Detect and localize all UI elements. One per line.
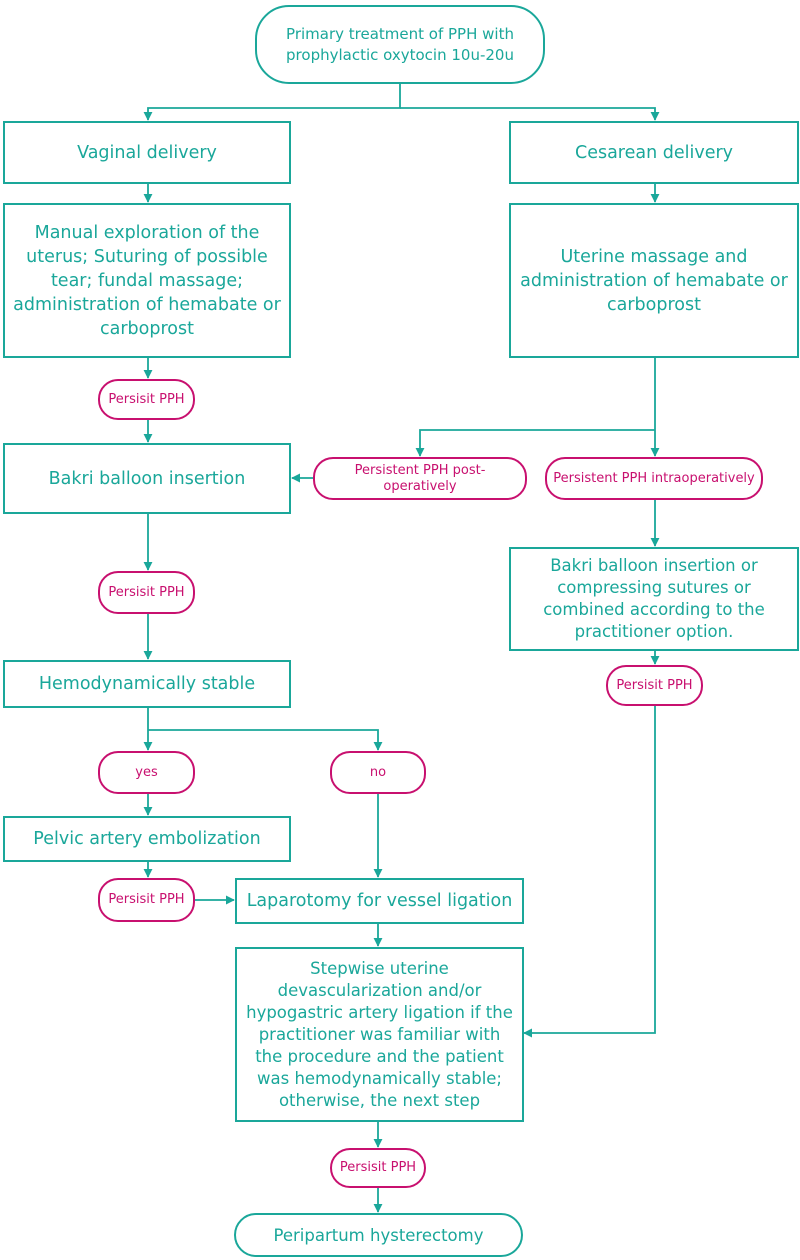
- cesarean-delivery-box: Cesarean delivery: [509, 121, 799, 184]
- bakri-or-sutures-box: Bakri balloon insertion or compressing s…: [509, 547, 799, 651]
- persistent-post-op-pill: Persistent PPH post-operatively: [313, 457, 527, 500]
- no-pill: no: [330, 751, 426, 794]
- vaginal-delivery-box: Vaginal delivery: [3, 121, 291, 184]
- persist-pph-pill: Persisit PPH: [98, 379, 195, 420]
- persist-pph-pill: Persisit PPH: [330, 1148, 426, 1188]
- laparotomy-text: Laparotomy for vessel ligation: [246, 891, 513, 911]
- persist-pph-label: Persisit PPH: [616, 677, 693, 693]
- persistent-intra-op-pill: Persistent PPH intraoperatively: [545, 457, 763, 500]
- persist-pph-pill: Persisit PPH: [98, 571, 195, 614]
- start-node-text: Primary treatment of PPH with prophylact…: [286, 24, 514, 64]
- hysterectomy-text: Peripartum hysterectomy: [273, 1225, 484, 1245]
- laparotomy-box: Laparotomy for vessel ligation: [235, 878, 524, 924]
- devascularization-text: Stepwise uterine devascularization and/o…: [246, 958, 513, 1110]
- no-label: no: [369, 764, 387, 780]
- uterine-massage-text: Uterine massage and administration of he…: [520, 246, 788, 315]
- hemodynamically-stable-box: Hemodynamically stable: [3, 660, 291, 708]
- persist-pph-label: Persisit PPH: [339, 1160, 417, 1175]
- yes-pill: yes: [98, 751, 195, 794]
- pelvic-embolization-text: Pelvic artery embolization: [33, 829, 261, 849]
- bakri-or-sutures-text: Bakri balloon insertion or compressing s…: [543, 556, 765, 641]
- hemodynamically-stable-text: Hemodynamically stable: [38, 674, 256, 694]
- connector: [523, 706, 656, 1038]
- manual-exploration-box: Manual exploration of the uterus; Suturi…: [3, 203, 291, 358]
- persist-pph-label: Persisit PPH: [108, 584, 185, 600]
- persist-pph-pill: Persisit PPH: [606, 665, 703, 706]
- persistent-intra-op-label: Persistent PPH intraoperatively: [553, 470, 755, 486]
- connector: [148, 729, 383, 751]
- devascularization-box: Stepwise uterine devascularization and/o…: [235, 947, 524, 1122]
- manual-exploration-text: Manual exploration of the uterus; Suturi…: [13, 222, 281, 339]
- uterine-massage-box: Uterine massage and administration of he…: [509, 203, 799, 358]
- connector: [143, 84, 401, 121]
- connector: [400, 107, 660, 121]
- bakri-balloon-text: Bakri balloon insertion: [48, 468, 246, 489]
- vaginal-delivery-text: Vaginal delivery: [77, 142, 217, 163]
- start-node: Primary treatment of PPH with prophylact…: [255, 5, 545, 84]
- connector: [415, 429, 655, 457]
- bakri-balloon-box: Bakri balloon insertion: [3, 443, 291, 514]
- pelvic-embolization-box: Pelvic artery embolization: [3, 816, 291, 862]
- hysterectomy-node: Peripartum hysterectomy: [234, 1213, 523, 1257]
- persistent-post-op-label: Persistent PPH post-operatively: [354, 462, 486, 494]
- persist-pph-label: Persisit PPH: [108, 892, 185, 907]
- persist-pph-pill: Persisit PPH: [98, 878, 195, 922]
- cesarean-delivery-text: Cesarean delivery: [574, 142, 734, 163]
- yes-label: yes: [135, 764, 158, 780]
- persist-pph-label: Persisit PPH: [108, 391, 185, 407]
